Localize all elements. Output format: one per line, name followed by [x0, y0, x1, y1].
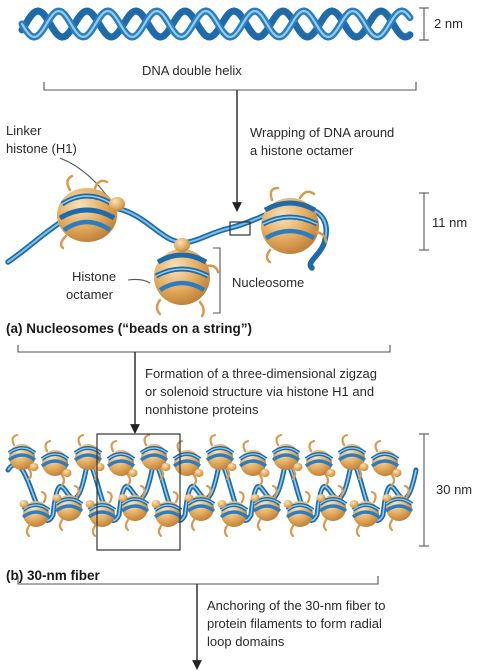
wrapping-label-line2: a histone octamer	[250, 143, 354, 158]
linker-dna-box	[229, 221, 251, 236]
caption-b: (b) 30-nm fiber	[6, 568, 101, 583]
nucleosome-middle	[154, 238, 220, 318]
fiber-nucleosome	[73, 433, 105, 481]
fiber-nucleosome	[283, 490, 315, 538]
nucleosome-right	[261, 186, 328, 264]
beads-bracket	[17, 345, 391, 353]
histone-leader-line	[127, 278, 151, 284]
helix-bracket	[43, 82, 417, 91]
nucleosome-bracket	[213, 247, 221, 314]
fiber-nucleosome	[250, 484, 282, 532]
caption-a: (a) Nucleosomes (“beads on a string”)	[6, 321, 252, 336]
fiber-nucleosome	[85, 490, 117, 538]
nucleosome-label: Nucleosome	[232, 275, 304, 290]
fiber-nucleosome	[238, 439, 270, 487]
fiber-nucleosome	[139, 433, 171, 481]
linker-histone-label-line2: histone (H1)	[6, 141, 77, 156]
fiber-bracket	[17, 576, 379, 585]
dna-strand-back	[18, 7, 414, 41]
wrapping-label-line1: Wrapping of DNA around	[250, 125, 394, 140]
fiber-nucleosome	[205, 433, 237, 481]
scale-bar-30nm: 30 nm	[419, 433, 472, 547]
anchoring-label-line3: loop domains	[207, 634, 285, 649]
anchoring-label-line1: Anchoring of the 30-nm fiber to	[207, 598, 386, 613]
fiber-zoom-box	[96, 433, 181, 551]
scale-label-30nm: 30 nm	[436, 482, 472, 497]
fiber-nucleosome	[40, 439, 72, 487]
fiber-nucleosome	[370, 439, 402, 487]
fiber-nucleosome	[106, 439, 138, 487]
formation-label-line1: Formation of a three-dimensional zigzag	[145, 366, 377, 381]
formation-label-line3: nonhistone proteins	[145, 402, 259, 417]
fiber-nucleosome	[151, 490, 183, 538]
fiber-nucleosome	[271, 433, 303, 481]
anchoring-label-line2: protein filaments to form radial	[207, 616, 382, 631]
formation-label-line2: or solenoid structure via histone H1 and	[145, 384, 374, 399]
fiber-nucleosome	[337, 433, 369, 481]
fiber-nucleosome	[316, 484, 348, 532]
fiber-nucleosome	[7, 433, 39, 481]
linker-histone-label-line1: Linker	[6, 123, 42, 138]
fiber-nucleosome	[52, 484, 84, 532]
histone-octamer-label-line2: octamer	[66, 287, 114, 302]
fiber-linker-highlight	[7, 463, 417, 522]
dna-double-helix-label: DNA double helix	[142, 63, 242, 78]
histone-octamer-label-line1: Histone	[72, 269, 116, 284]
scale-bar-2nm: 2 nm	[419, 7, 463, 41]
fiber-nucleosome	[19, 490, 51, 538]
fiber-nucleosome	[382, 484, 414, 532]
fiber-nucleosome	[184, 484, 216, 532]
fiber-nucleosome	[172, 439, 204, 487]
scale-label-2nm: 2 nm	[434, 16, 463, 31]
fiber-nucleosome	[304, 439, 336, 487]
dna-strand-highlight	[20, 9, 412, 39]
fiber-30nm	[5, 433, 419, 538]
fiber-nucleosome	[349, 490, 381, 538]
fiber-nucleosome	[217, 490, 249, 538]
scale-label-11nm: 11 nm	[432, 215, 467, 230]
scale-bar-11nm: 11 nm	[419, 192, 467, 251]
beads-on-a-string	[5, 174, 329, 318]
fiber-nucleosome	[118, 484, 150, 532]
dna-double-helix	[18, 7, 414, 41]
nucleosome-left	[57, 174, 125, 250]
